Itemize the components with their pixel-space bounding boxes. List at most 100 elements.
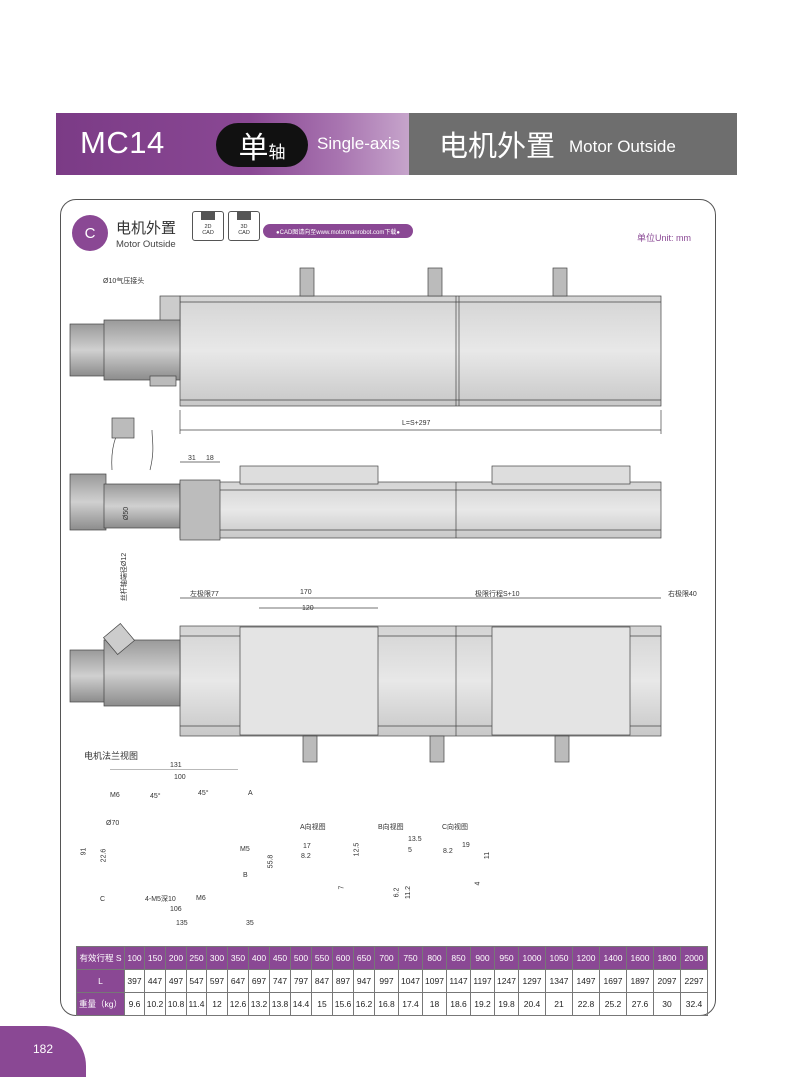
c-dim-8-2: 8.2 xyxy=(443,848,453,855)
weight-cell: 18.6 xyxy=(446,992,471,1016)
stroke-cell: 750 xyxy=(398,946,423,970)
banner-left: MC14 单 轴 Single-axis xyxy=(56,113,409,175)
weight-head: 重量（kg） xyxy=(76,992,125,1016)
length-cell: 1097 xyxy=(422,969,447,993)
section-title-en: Motor Outside xyxy=(116,238,176,250)
dim-106: 106 xyxy=(170,906,182,913)
dim-100: 100 xyxy=(174,774,186,781)
length-cell: 697 xyxy=(248,969,270,993)
cad-download-note[interactable]: ●CAD图请向至www.motormanrobot.com下载● xyxy=(263,224,413,238)
length-cell: 397 xyxy=(124,969,145,993)
length-cell: 1197 xyxy=(470,969,495,993)
c-dim-19: 19 xyxy=(462,842,470,849)
length-cell: 1047 xyxy=(398,969,423,993)
stroke-cell: 2000 xyxy=(680,946,708,970)
length-cell: 1897 xyxy=(626,969,654,993)
page-number: 182 xyxy=(33,1042,54,1056)
length-cell: 797 xyxy=(290,969,312,993)
dim-35: 35 xyxy=(246,920,254,927)
stroke-cell: 650 xyxy=(353,946,375,970)
dia-70: Ø70 xyxy=(106,820,120,827)
length-cell: 997 xyxy=(374,969,399,993)
length-cell: 1697 xyxy=(599,969,627,993)
length-cell: 447 xyxy=(144,969,166,993)
b-dim-13-5: 13.5 xyxy=(408,836,422,843)
stroke-cell: 100 xyxy=(124,946,145,970)
weight-cell: 15 xyxy=(311,992,333,1016)
c-dim-11: 11 xyxy=(484,851,492,860)
weight-cell: 25.2 xyxy=(599,992,627,1016)
stroke-cell: 1400 xyxy=(599,946,627,970)
axis-cn-big: 单 xyxy=(238,131,269,166)
header-banner: MC14 单 轴 Single-axis 电机外置 Motor Outside xyxy=(56,113,737,175)
stroke-cell: 300 xyxy=(206,946,228,970)
air-connector-label: Ø10气压接头 xyxy=(103,278,145,285)
length-cell: 1497 xyxy=(572,969,600,993)
length-cell: 497 xyxy=(165,969,187,993)
weight-cell: 15.6 xyxy=(332,992,354,1016)
label-b: B xyxy=(243,872,248,879)
length-label: L=S+297 xyxy=(402,420,431,427)
weight-cell: 14.4 xyxy=(290,992,312,1016)
page-number-tab xyxy=(0,1026,86,1077)
a-dim-12-5: 12.5 xyxy=(353,842,361,857)
screw-label: 丝杆轴端径Ø12 xyxy=(121,552,129,602)
motor-en: Motor Outside xyxy=(569,137,676,156)
dim-31: 31 xyxy=(188,455,196,462)
length-cell: 1297 xyxy=(518,969,546,993)
a-dim-8-2: 8.2 xyxy=(301,853,311,860)
dim-91: 91 xyxy=(80,847,88,856)
m5-depth-label: 4-M5深10 xyxy=(145,896,176,903)
angle-a: 45° xyxy=(150,793,161,800)
length-cell: 1347 xyxy=(545,969,573,993)
length-cell: 1247 xyxy=(494,969,519,993)
stroke-cell: 500 xyxy=(290,946,312,970)
view-c-title: C向视图 xyxy=(442,824,469,831)
b-dim-6-2: 6.2 xyxy=(393,887,401,898)
dim-170: 170 xyxy=(300,589,312,596)
weight-cell: 11.4 xyxy=(186,992,207,1016)
section-heading: C 电机外置 Motor Outside xyxy=(72,215,176,251)
weight-cell: 12.6 xyxy=(227,992,249,1016)
label-a: A xyxy=(248,790,253,797)
label-c: C xyxy=(100,896,106,903)
weight-cell: 18 xyxy=(422,992,447,1016)
cad-2d-line2: CAD xyxy=(202,230,214,236)
weight-cell: 19.2 xyxy=(470,992,495,1016)
weight-cell: 20.4 xyxy=(518,992,546,1016)
m6-bottom-label: M6 xyxy=(196,895,206,902)
stroke-cell: 950 xyxy=(494,946,519,970)
weight-cell: 16.2 xyxy=(353,992,375,1016)
stroke-cell: 400 xyxy=(248,946,270,970)
flange-view-title: 电机法兰视图 xyxy=(84,752,139,762)
weight-cell: 27.6 xyxy=(626,992,654,1016)
cad-2d-line1: 2D xyxy=(204,224,212,230)
stroke-label: 极限行程S+10 xyxy=(475,591,520,598)
stroke-cell: 1050 xyxy=(545,946,573,970)
dim-50: Ø50 xyxy=(123,506,131,521)
stroke-cell: 900 xyxy=(470,946,495,970)
weight-cell: 19.8 xyxy=(494,992,519,1016)
stroke-cell: 600 xyxy=(332,946,354,970)
section-title-cn: 电机外置 xyxy=(116,218,177,237)
view-a-title: A向视图 xyxy=(300,824,326,831)
stroke-cell: 250 xyxy=(186,946,207,970)
stroke-head: 有效行程 S xyxy=(76,946,125,970)
weight-cell: 12 xyxy=(206,992,228,1016)
unit-label: 单位Unit: mm xyxy=(637,233,692,243)
length-cell: 597 xyxy=(206,969,228,993)
banner-right: 电机外置 Motor Outside xyxy=(409,113,737,175)
angle-b: 45° xyxy=(198,790,209,797)
weight-cell: 30 xyxy=(653,992,681,1016)
weight-cell: 13.2 xyxy=(248,992,270,1016)
cad-3d-line1: 3D xyxy=(240,224,248,230)
weight-cell: 17.4 xyxy=(398,992,423,1016)
length-cell: 747 xyxy=(269,969,291,993)
weight-cell: 22.8 xyxy=(572,992,600,1016)
view-b-title: B向视图 xyxy=(378,824,404,831)
content-panel xyxy=(60,199,716,1016)
